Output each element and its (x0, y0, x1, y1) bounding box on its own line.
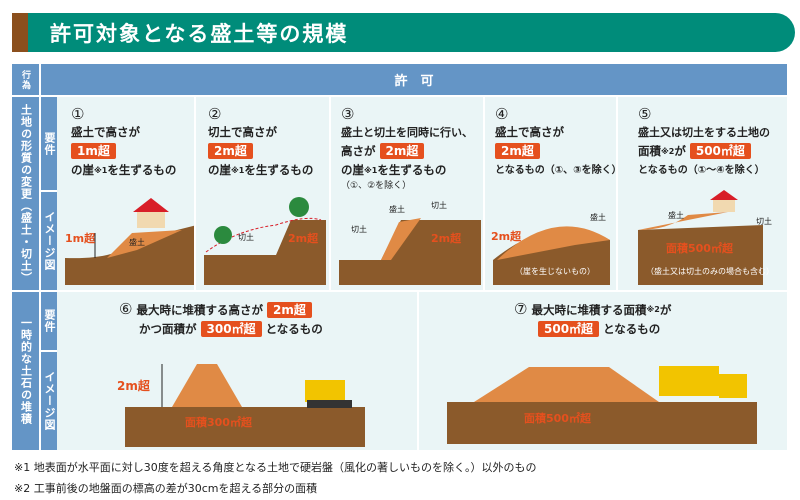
cases-5-pre: 最大時に堆積する高さが (136, 303, 263, 317)
cases-0-pre: 盛土で高さが (71, 125, 140, 139)
requirement-label-2: 要件 (41, 292, 57, 350)
case-5-illustration: 盛土 切土 面積500㎡超 （盛土又は切土のみの場合も含む） (638, 190, 774, 285)
cases-4-pre2: 面積 (638, 144, 661, 158)
requirement-label: 要件 (41, 97, 57, 190)
cases-2-post2: を生ずるもの (377, 163, 447, 177)
case-2-illustration: 切土 2m超 (204, 197, 326, 285)
threshold-badge: 2m超 (379, 143, 425, 159)
cases-2-img_labels-3: 2m超 (431, 231, 462, 245)
threshold-badge: 500㎡超 (689, 143, 751, 159)
cases-3-post2: となるもの（①、③を除く） (495, 165, 622, 176)
threshold-badge: 300㎡超 (200, 321, 262, 337)
threshold-badge: 2m超 (266, 302, 312, 318)
cases-4-pre3: が (674, 144, 686, 158)
cases-4-img_labels-0: 盛土 (668, 210, 684, 220)
cases-2-img_labels-1: 切土 (431, 200, 447, 210)
cases-2-pre: 盛土と切土を同時に行い、 (341, 126, 473, 139)
case-4-illustration: 2m超 盛土 （崖を生じないもの） (491, 212, 610, 285)
cases-6-pre: 最大時に堆積する面積 (531, 303, 647, 317)
cases-6-num: ⑦ (514, 300, 528, 318)
cases-4-img_labels-1: 切土 (756, 216, 772, 226)
cases-6-img_labels-0: 面積500㎡超 (524, 411, 592, 425)
cases-0-img_labels-0: 1m超 (65, 231, 96, 245)
cases-2-img_labels-2: 切土 (351, 224, 367, 234)
cases-1-img_labels-1: 2m超 (288, 231, 319, 245)
cases-6-pre3: が (659, 303, 672, 317)
cases-1-num: ② (208, 105, 222, 123)
cases-4-post2: となるもの（①～④を除く） (638, 165, 765, 176)
threshold-badge: 2m超 (208, 143, 253, 159)
cases-5-num: ⑥ (119, 300, 133, 318)
cases-5-img_labels-1: 面積300㎡超 (185, 415, 253, 429)
threshold-badge: 1m超 (71, 143, 116, 159)
threshold-badge: 2m超 (495, 143, 540, 159)
cases-4-num: ⑤ (638, 105, 652, 123)
action-label: 行為 (12, 64, 39, 95)
cases-5-pre2: かつ面積が (139, 322, 197, 336)
land-change-label: 土地の形質の変更（盛土・切土） (12, 97, 39, 290)
cases-3-img_labels-0: 2m超 (491, 229, 522, 243)
cases-1-img_labels-0: 切土 (238, 232, 254, 242)
cases-2-num: ③ (341, 105, 355, 123)
case-1-illustration: 1m超 盛土 (65, 198, 194, 285)
cases-5-img_labels-0: 2m超 (117, 378, 151, 393)
image-label-2: イメージ図 (41, 352, 57, 450)
cases-6-post2: となるもの (603, 322, 661, 336)
footnote-1: ※1 地表面が水平面に対し30度を超える角度となる土地で硬岩盤（風化の著しいもの… (14, 461, 537, 474)
temp-storage-label: 一時的な土石の堆積 (12, 292, 39, 450)
cases-1-pre: 切土で高さが (208, 125, 277, 139)
case-number: ① (71, 105, 85, 123)
cases-0-img_labels-1: 盛土 (129, 237, 145, 247)
cases-1-post2: を生ずるもの (244, 163, 314, 177)
cases-0-post2: を生ずるもの (107, 163, 177, 177)
case-7-illustration: 面積500㎡超 (447, 366, 757, 444)
page-title: 許可対象となる盛土等の規模 (50, 22, 349, 46)
case-6-illustration: 2m超 面積300㎡超 (117, 364, 365, 447)
permit-header: 許 可 (41, 64, 787, 95)
cases-2-note: ※1 (364, 166, 378, 175)
title-stripe (12, 13, 28, 52)
footnote-2: ※2 工事前後の地盤面の標高の差が30cmを超える部分の面積 (14, 482, 318, 495)
cases-6-note: ※2 (646, 305, 660, 314)
threshold-badge: 500㎡超 (538, 321, 600, 337)
cases-4-note: ※2 (661, 147, 675, 156)
cases-0-post: の崖 (71, 163, 94, 177)
cases-4-img_labels-2: 面積500㎡超 (666, 241, 734, 255)
cases-3-img_labels-1: 盛土 (590, 212, 606, 222)
cases-2-post: の崖 (341, 163, 364, 177)
title-bar (12, 13, 795, 52)
cases-1-post: の崖 (208, 163, 231, 177)
cases-3-pre: 盛土で高さが (495, 125, 564, 139)
cases-2-img_labels-0: 盛土 (389, 204, 405, 214)
image-label: イメージ図 (41, 192, 57, 290)
cases-2-pre2: 高さが (341, 144, 376, 158)
case-3-illustration: 盛土 切土 切土 2m超 (339, 200, 481, 285)
cases-4-img_labels-3: （盛土又は切土のみの場合も含む） (646, 266, 774, 276)
cases-3-num: ④ (495, 105, 509, 123)
cases-4-pre: 盛土又は切土をする土地の (638, 126, 770, 139)
cases-3-img_labels-2: （崖を生じないもの） (515, 266, 595, 276)
cases-0-note: ※1 (94, 166, 108, 175)
cases-5-post2: となるもの (265, 322, 323, 336)
cases-2-extra: （①、②を除く） (341, 181, 412, 191)
cases-1-note: ※1 (231, 166, 245, 175)
